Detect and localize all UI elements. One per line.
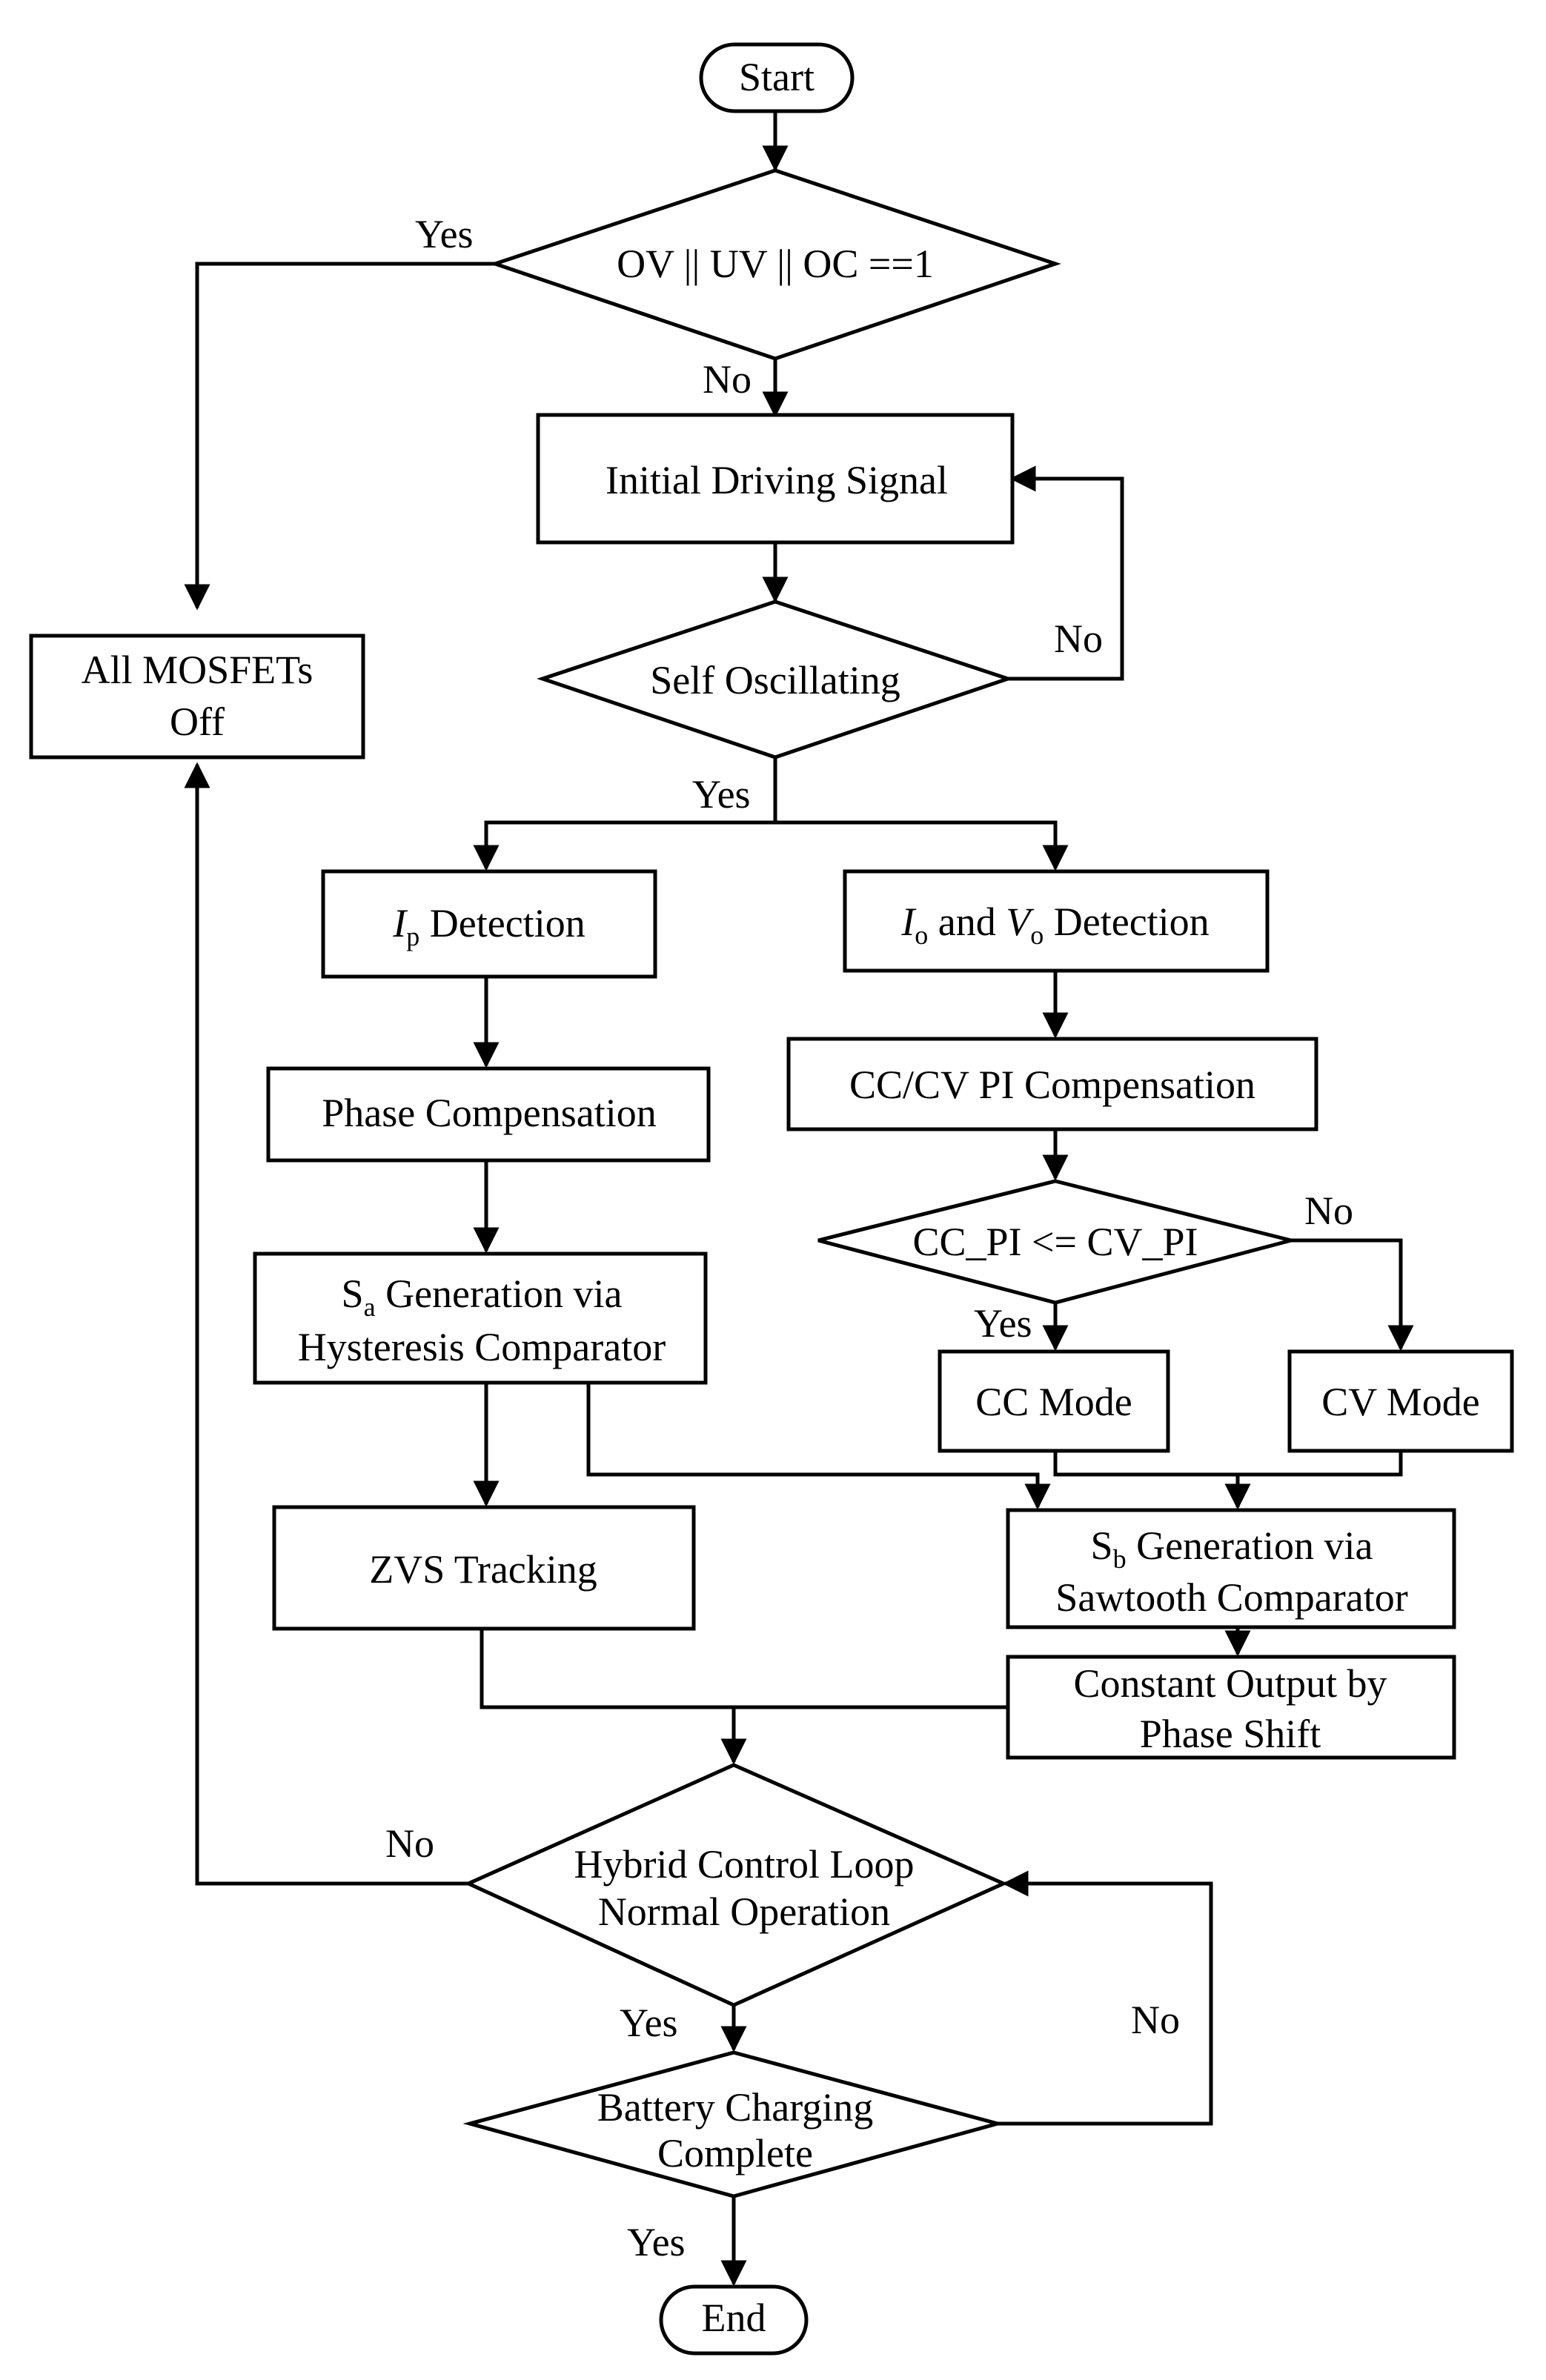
constant-output-line1: Constant Output by	[1073, 1661, 1387, 1706]
battery-line2: Complete	[657, 2131, 813, 2175]
arrow-osc-yes-right	[775, 820, 1069, 871]
vo-symbol: V	[1006, 900, 1035, 944]
line-zvs-to-merge	[480, 1629, 1008, 1709]
zvs-tracking-label: ZVS Tracking	[369, 1547, 597, 1592]
arrow-osc-yes-left	[473, 757, 777, 871]
label-hybrid-yes: Yes	[620, 2001, 678, 2045]
zvs-tracking-box: ZVS Tracking	[272, 1505, 696, 1631]
io-vo-detection-box: Io and Vo Detection	[843, 869, 1270, 973]
connectors	[184, 111, 1414, 2287]
cc-cv-compare-decision: CC_PI <= CV_PI	[817, 1179, 1292, 1305]
sa-symbol: S	[342, 1272, 364, 1316]
cc-cv-compare-label: CC_PI <= CV_PI	[913, 1220, 1198, 1264]
phase-compensation-box: Phase Compensation	[266, 1066, 711, 1163]
fault-check-decision: OV || UV || OC ==1	[489, 168, 1061, 361]
label-battery-yes: Yes	[627, 2220, 686, 2264]
io-symbol: I	[900, 900, 917, 944]
all-off-line1: All MOSFETs	[82, 648, 313, 692]
io-subscript: o	[915, 920, 928, 950]
label-fault-yes: Yes	[415, 212, 474, 256]
initial-driving-label: Initial Driving Signal	[606, 458, 948, 502]
arrow-compare-no-to-cv	[1291, 1238, 1414, 1352]
io-vo-detection-label: Io and Vo Detection	[900, 900, 1209, 950]
sb-rest: Generation via	[1127, 1523, 1373, 1568]
battery-line1: Battery Charging	[597, 2085, 873, 2130]
ip-detection-box: Ip Detection	[321, 869, 657, 979]
constant-output-box: Constant Output by Phase Shift	[1006, 1655, 1456, 1760]
ip-symbol: I	[392, 901, 408, 945]
label-battery-no: No	[1131, 1998, 1180, 2042]
vo-subscript: o	[1030, 920, 1044, 950]
self-oscillating-label: Self Oscillating	[650, 658, 900, 702]
ip-subscript: p	[406, 922, 419, 951]
hybrid-line2: Normal Operation	[598, 1889, 890, 1934]
io-and: and	[928, 900, 1006, 944]
sa-line1: Sa Generation via	[342, 1272, 623, 1322]
self-oscillating-decision: Self Oscillating	[537, 599, 1014, 759]
label-compare-no: No	[1304, 1189, 1353, 1233]
end-label: End	[702, 2296, 766, 2340]
sa-line2: Hysteresis Comparator	[298, 1325, 666, 1369]
label-hybrid-no: No	[385, 1821, 434, 1866]
end-terminal: End	[659, 2284, 809, 2356]
all-mosfets-off-box: All MOSFETs Off	[29, 634, 365, 759]
constant-output-line2: Phase Shift	[1140, 1712, 1321, 1756]
ip-detection-label: Ip Detection	[392, 901, 585, 951]
cccv-pi-label: CC/CV PI Compensation	[849, 1063, 1255, 1107]
cc-mode-box: CC Mode	[938, 1349, 1170, 1453]
io-vo-rest: Detection	[1044, 900, 1209, 944]
label-compare-yes: Yes	[974, 1301, 1032, 1346]
label-fault-no: No	[703, 357, 752, 402]
cccv-pi-box: CC/CV PI Compensation	[786, 1037, 1318, 1131]
start-terminal: Start	[699, 42, 855, 113]
arrow-osc-no-loop	[1008, 465, 1124, 681]
arrow-hybrid-no-to-alloff	[184, 762, 468, 1886]
arrow-sa-to-sb	[586, 1383, 1051, 1510]
sb-line2: Sawtooth Comparator	[1055, 1575, 1407, 1620]
ip-rest: Detection	[419, 901, 585, 945]
branch-labels: Yes No No Yes No Yes No Yes No Yes	[385, 212, 1353, 2264]
label-osc-yes: Yes	[692, 772, 751, 817]
cc-mode-label: CC Mode	[975, 1380, 1132, 1424]
hybrid-line1: Hybrid Control Loop	[574, 1842, 915, 1887]
sb-subscript: b	[1113, 1544, 1127, 1574]
sb-generation-box: Sb Generation via Sawtooth Comparator	[1006, 1508, 1456, 1629]
battery-complete-decision: Battery Charging Complete	[462, 2050, 1005, 2198]
hybrid-control-decision: Hybrid Control Loop Normal Operation	[463, 1763, 1009, 2007]
initial-driving-box: Initial Driving Signal	[536, 413, 1015, 545]
cv-mode-box: CV Mode	[1287, 1349, 1514, 1453]
phase-compensation-label: Phase Compensation	[322, 1091, 656, 1135]
fault-check-label: OV || UV || OC ==1	[617, 242, 934, 286]
sb-line1: Sb Generation via	[1091, 1523, 1373, 1574]
cv-mode-label: CV Mode	[1321, 1380, 1480, 1424]
all-off-line2: Off	[170, 699, 225, 744]
sa-rest: Generation via	[376, 1272, 623, 1316]
arrow-battery-no-loop	[998, 1870, 1213, 2126]
sa-generation-box: Sa Generation via Hysteresis Comparator	[253, 1252, 708, 1385]
sb-symbol: S	[1091, 1523, 1113, 1568]
arrow-fault-yes-to-alloff	[184, 262, 495, 611]
start-label: Start	[739, 55, 815, 99]
line-cc-cv-join	[1053, 1451, 1403, 1477]
label-osc-no: No	[1054, 616, 1103, 661]
sa-subscript: a	[364, 1292, 376, 1322]
